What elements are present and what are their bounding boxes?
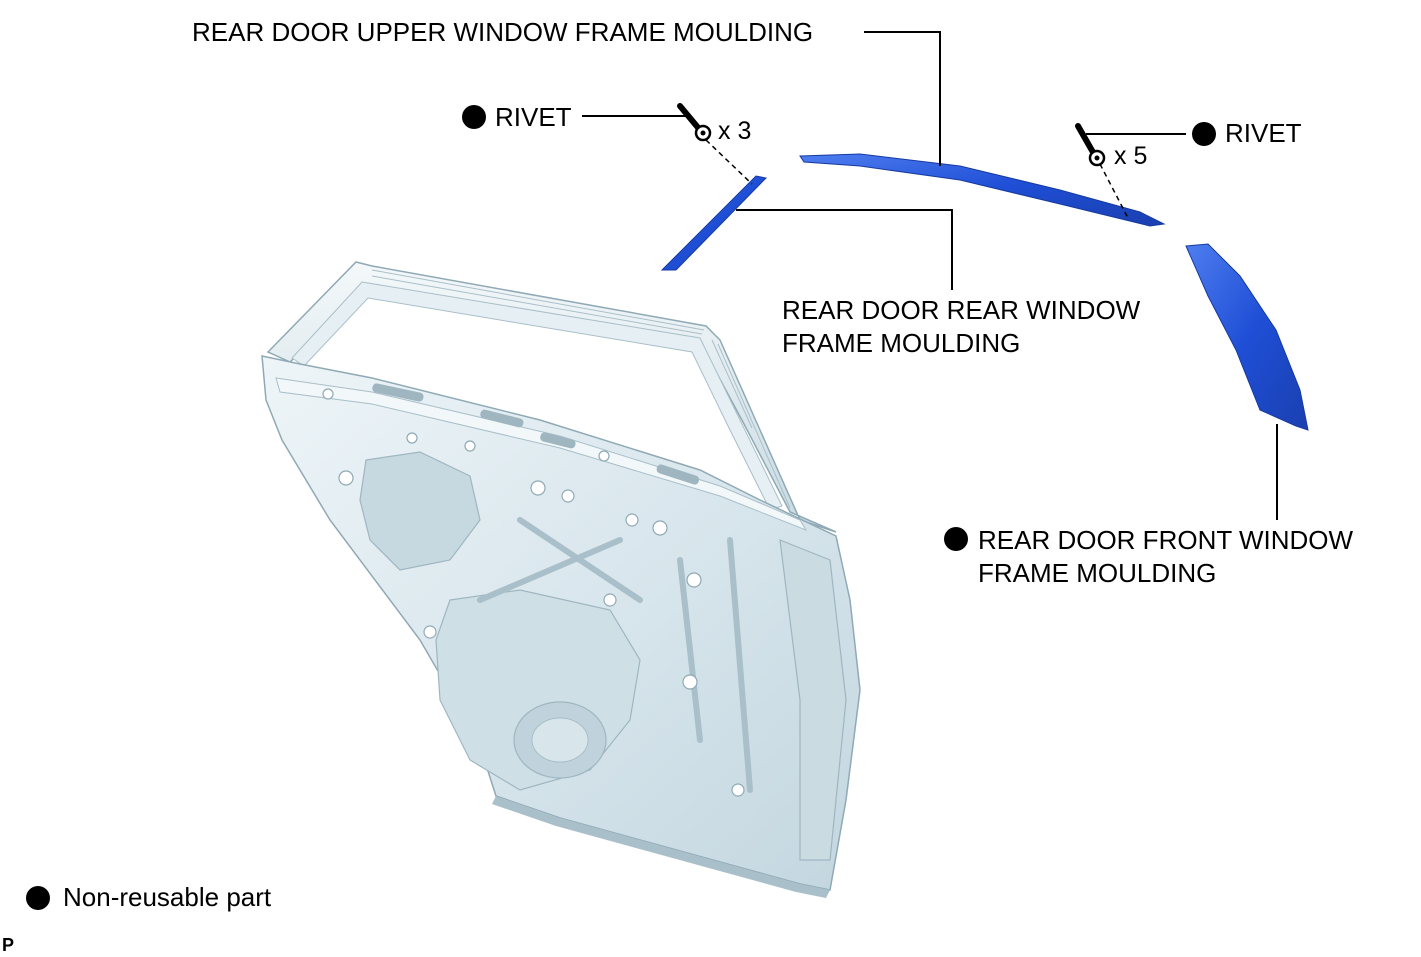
rivet-icon bbox=[677, 103, 712, 142]
rear-door-upper-window-frame-moulding bbox=[799, 153, 1166, 227]
non-reusable-symbol-icon bbox=[462, 105, 486, 129]
front-moulding-label-line2: FRAME MOULDING bbox=[978, 558, 1217, 588]
rear-moulding-label-line1: REAR DOOR REAR WINDOW bbox=[782, 295, 1141, 325]
rivet-right-quantity: x 5 bbox=[1114, 142, 1148, 170]
non-reusable-symbol-icon bbox=[1192, 122, 1216, 146]
front-moulding-label-line1: REAR DOOR FRONT WINDOW bbox=[978, 525, 1354, 555]
rivet-icon bbox=[1075, 123, 1106, 167]
rivet-left-dash bbox=[705, 139, 753, 185]
non-reusable-symbol-icon bbox=[944, 527, 968, 551]
rear-door-front-window-frame-moulding bbox=[1185, 243, 1309, 431]
rivet-left-label: RIVET bbox=[495, 102, 572, 132]
rivet-right-dash bbox=[1099, 163, 1129, 219]
leader-upper-moulding bbox=[864, 31, 941, 166]
rear-door-rear-window-frame-moulding bbox=[660, 175, 768, 271]
rear-door-panel bbox=[261, 261, 861, 898]
upper-moulding-label: REAR DOOR UPPER WINDOW FRAME MOULDING bbox=[192, 17, 814, 47]
rear-moulding-label-line2: FRAME MOULDING bbox=[782, 328, 1021, 358]
corner-code: P bbox=[2, 935, 15, 955]
legend-non-reusable-label: Non-reusable part bbox=[63, 882, 272, 912]
non-reusable-symbol-icon bbox=[26, 886, 50, 910]
leader-rear-moulding bbox=[736, 209, 953, 290]
rivet-left-quantity: x 3 bbox=[718, 117, 752, 145]
rivet-right-label: RIVET bbox=[1225, 118, 1302, 148]
